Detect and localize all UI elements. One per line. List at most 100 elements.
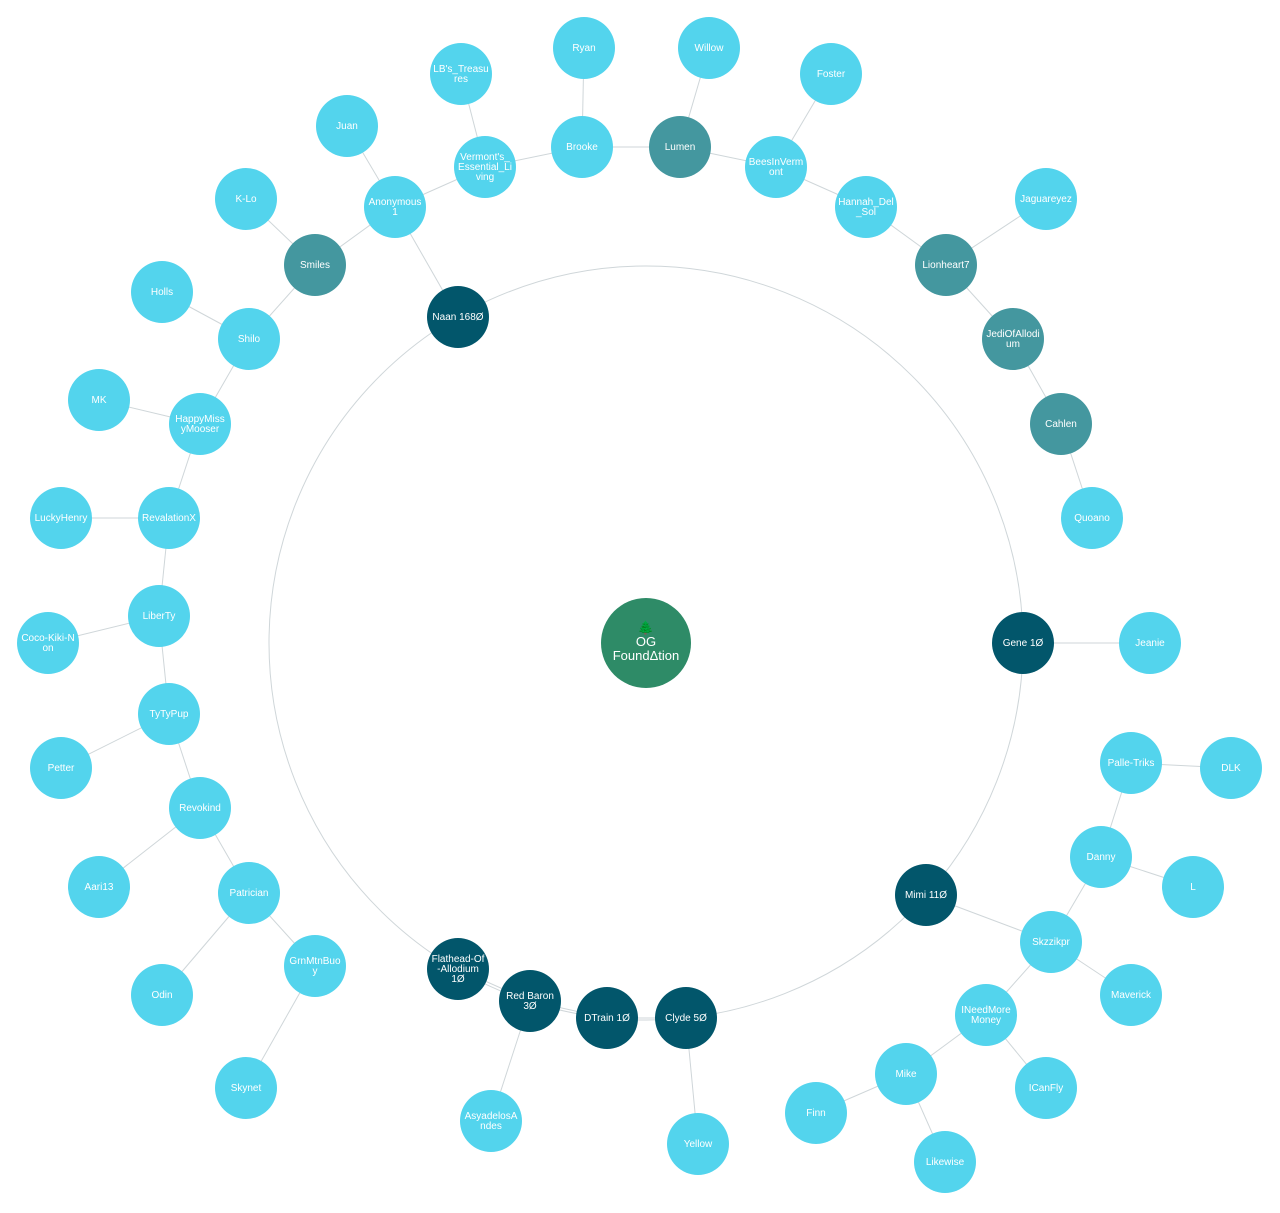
node-circle-quoano[interactable] bbox=[1061, 487, 1123, 549]
node-kllo[interactable]: K-Lo bbox=[215, 168, 277, 230]
node-circle-mimi[interactable] bbox=[895, 864, 957, 926]
node-circle-clyde[interactable] bbox=[655, 987, 717, 1049]
node-circle-kllo[interactable] bbox=[215, 168, 277, 230]
node-circle-redbaron[interactable] bbox=[499, 970, 561, 1032]
node-danny[interactable]: Danny bbox=[1070, 826, 1132, 888]
node-circle-holls[interactable] bbox=[131, 261, 193, 323]
node-gene[interactable]: Gene 1Ø bbox=[992, 612, 1054, 674]
node-circle-gene[interactable] bbox=[992, 612, 1054, 674]
node-circle-dtrain[interactable] bbox=[576, 987, 638, 1049]
node-circle-willow[interactable] bbox=[678, 17, 740, 79]
node-circle-grnmtn[interactable] bbox=[284, 935, 346, 997]
node-circle-happymiss[interactable] bbox=[169, 393, 231, 455]
node-mike[interactable]: Mike bbox=[875, 1043, 937, 1105]
node-circle-bees[interactable] bbox=[745, 136, 807, 198]
node-circle-foster[interactable] bbox=[800, 43, 862, 105]
node-circle-tytypup[interactable] bbox=[138, 683, 200, 745]
node-circle-likewise[interactable] bbox=[914, 1131, 976, 1193]
node-naan[interactable]: Naan 168Ø bbox=[427, 286, 489, 348]
node-willow[interactable]: Willow bbox=[678, 17, 740, 79]
node-smiles[interactable]: Smiles bbox=[284, 234, 346, 296]
node-dlk[interactable]: DLK bbox=[1200, 737, 1262, 799]
node-revokind[interactable]: Revokind bbox=[169, 777, 231, 839]
node-icanfly[interactable]: ICanFly bbox=[1015, 1057, 1077, 1119]
node-cahlen[interactable]: Cahlen bbox=[1030, 393, 1092, 455]
node-skzzikpr[interactable]: Skzzikpr bbox=[1020, 911, 1082, 973]
node-circle-lumen[interactable] bbox=[649, 116, 711, 178]
node-l[interactable]: L bbox=[1162, 856, 1224, 918]
node-aari13[interactable]: Aari13 bbox=[68, 856, 130, 918]
node-circle-skynet[interactable] bbox=[215, 1057, 277, 1119]
node-circle-icanfly[interactable] bbox=[1015, 1057, 1077, 1119]
node-tytypup[interactable]: TyTyPup bbox=[138, 683, 200, 745]
node-circle-pallet[interactable] bbox=[1100, 732, 1162, 794]
node-finn[interactable]: Finn bbox=[785, 1082, 847, 1144]
node-circle-juan[interactable] bbox=[316, 95, 378, 157]
node-holls[interactable]: Holls bbox=[131, 261, 193, 323]
node-circle-naan[interactable] bbox=[427, 286, 489, 348]
node-circle-patrician[interactable] bbox=[218, 862, 280, 924]
node-circle-cahlen[interactable] bbox=[1030, 393, 1092, 455]
node-circle-anonymous1[interactable] bbox=[364, 176, 426, 238]
node-circle-vermonts[interactable] bbox=[454, 136, 516, 198]
node-circle-liberty[interactable] bbox=[128, 585, 190, 647]
node-circle-l[interactable] bbox=[1162, 856, 1224, 918]
node-circle-og[interactable] bbox=[601, 598, 691, 688]
node-circle-finn[interactable] bbox=[785, 1082, 847, 1144]
node-clyde[interactable]: Clyde 5Ø bbox=[655, 987, 717, 1049]
node-quoano[interactable]: Quoano bbox=[1061, 487, 1123, 549]
node-circle-jaguareyez[interactable] bbox=[1015, 168, 1077, 230]
node-jaguareyez[interactable]: Jaguareyez bbox=[1015, 168, 1077, 230]
node-circle-odin[interactable] bbox=[131, 964, 193, 1026]
node-revelationx[interactable]: RevalationX bbox=[138, 487, 200, 549]
node-circle-hannah[interactable] bbox=[835, 176, 897, 238]
node-shilo[interactable]: Shilo bbox=[218, 308, 280, 370]
node-circle-aari13[interactable] bbox=[68, 856, 130, 918]
node-liberty[interactable]: LiberTy bbox=[128, 585, 190, 647]
node-foster[interactable]: Foster bbox=[800, 43, 862, 105]
node-maverick[interactable]: Maverick bbox=[1100, 964, 1162, 1026]
node-circle-lionheart7[interactable] bbox=[915, 234, 977, 296]
node-circle-shilo[interactable] bbox=[218, 308, 280, 370]
node-petter[interactable]: Petter bbox=[30, 737, 92, 799]
node-ryan[interactable]: Ryan bbox=[553, 17, 615, 79]
node-circle-skzzikpr[interactable] bbox=[1020, 911, 1082, 973]
node-yellow[interactable]: Yellow bbox=[667, 1113, 729, 1175]
node-circle-jedi[interactable] bbox=[982, 308, 1044, 370]
node-circle-brooke[interactable] bbox=[551, 116, 613, 178]
node-circle-asyadelos[interactable] bbox=[460, 1090, 522, 1152]
node-dtrain[interactable]: DTrain 1Ø bbox=[576, 987, 638, 1049]
node-circle-lbs[interactable] bbox=[430, 43, 492, 105]
node-circle-luckyhenry[interactable] bbox=[30, 487, 92, 549]
node-circle-jeanie[interactable] bbox=[1119, 612, 1181, 674]
node-circle-smiles[interactable] bbox=[284, 234, 346, 296]
node-circle-ineed[interactable] bbox=[955, 984, 1017, 1046]
node-circle-coco[interactable] bbox=[17, 612, 79, 674]
node-circle-maverick[interactable] bbox=[1100, 964, 1162, 1026]
node-circle-petter[interactable] bbox=[30, 737, 92, 799]
node-hannah[interactable]: Hannah_Del_Sol bbox=[835, 176, 897, 238]
node-likewise[interactable]: Likewise bbox=[914, 1131, 976, 1193]
node-odin[interactable]: Odin bbox=[131, 964, 193, 1026]
node-circle-danny[interactable] bbox=[1070, 826, 1132, 888]
node-skynet[interactable]: Skynet bbox=[215, 1057, 277, 1119]
node-luckyhenry[interactable]: LuckyHenry bbox=[30, 487, 92, 549]
node-circle-mike[interactable] bbox=[875, 1043, 937, 1105]
node-circle-dlk[interactable] bbox=[1200, 737, 1262, 799]
node-juan[interactable]: Juan bbox=[316, 95, 378, 157]
node-pallet[interactable]: Palle-Triks bbox=[1100, 732, 1162, 794]
node-lionheart7[interactable]: Lionheart7 bbox=[915, 234, 977, 296]
node-mk[interactable]: MK bbox=[68, 369, 130, 431]
